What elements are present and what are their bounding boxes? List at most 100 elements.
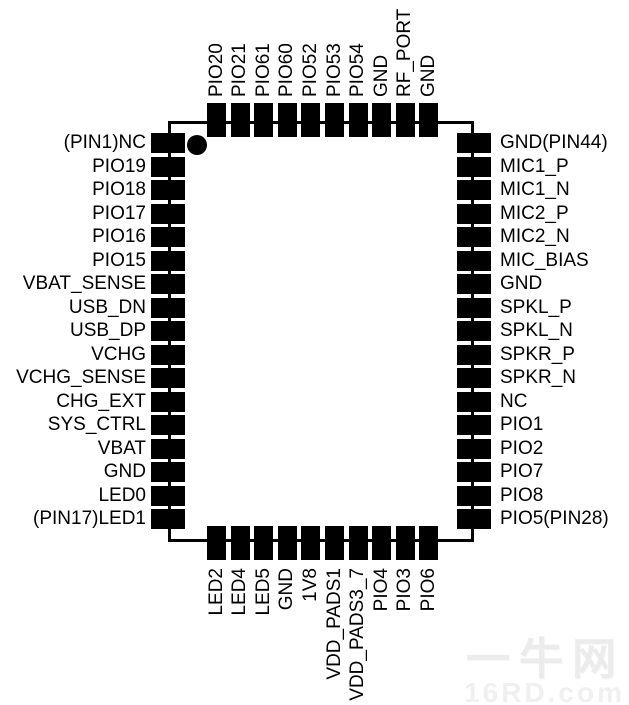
pin-32-label: PIO1 bbox=[500, 414, 544, 435]
pin-18 bbox=[207, 526, 226, 560]
pin-21-label: GND bbox=[276, 568, 298, 611]
pin-28-label: PIO5(PIN28) bbox=[500, 508, 609, 529]
pin-48-label: PIO54 bbox=[347, 43, 369, 97]
pin-22 bbox=[301, 526, 321, 560]
pin-37 bbox=[457, 297, 491, 318]
pin-11 bbox=[151, 368, 185, 388]
pin-7 bbox=[151, 274, 185, 294]
pin-35 bbox=[457, 344, 491, 365]
pin-47 bbox=[372, 103, 392, 137]
pin-45-label: GND bbox=[417, 54, 439, 97]
pin-41-label: MIC2_P bbox=[500, 202, 569, 224]
pin-27 bbox=[419, 526, 439, 560]
pin-33 bbox=[457, 391, 491, 412]
pin-50 bbox=[301, 103, 321, 137]
pin-45 bbox=[419, 103, 439, 137]
pin-9 bbox=[151, 321, 185, 341]
pin-51 bbox=[277, 103, 297, 137]
pin-4-label: PIO17 bbox=[92, 202, 146, 224]
pin-22-label: 1V8 bbox=[299, 568, 321, 602]
watermark: 一牛网 16RD.com bbox=[464, 635, 625, 705]
pin-5-label: PIO16 bbox=[92, 226, 146, 247]
pin-48 bbox=[348, 103, 368, 137]
pin-44 bbox=[457, 133, 491, 153]
pin-21 bbox=[277, 526, 297, 560]
pin-2-label: PIO19 bbox=[92, 155, 146, 177]
pin-47-label: GND bbox=[370, 54, 392, 97]
pin-7-label: VBAT_SENSE bbox=[22, 273, 146, 294]
pin-32 bbox=[457, 415, 491, 435]
pin-25-label: PIO4 bbox=[370, 568, 392, 612]
pin-40 bbox=[457, 227, 491, 247]
pin-16-label: LED0 bbox=[98, 484, 146, 506]
pin1-indicator-dot bbox=[187, 135, 207, 155]
pin-12 bbox=[151, 391, 185, 412]
pin-24 bbox=[348, 526, 368, 560]
pin-53-label: PIO21 bbox=[229, 43, 251, 97]
pin-23 bbox=[325, 526, 344, 560]
pin-20 bbox=[254, 526, 274, 560]
pin-1-label: (PIN1)NC bbox=[63, 132, 146, 153]
pin-10-label: VCHG bbox=[91, 343, 146, 365]
pin-15 bbox=[151, 462, 185, 482]
pin-52-label: PIO61 bbox=[252, 43, 274, 97]
pin-49-label: PIO53 bbox=[323, 43, 345, 97]
pin-54 bbox=[207, 103, 226, 137]
pin-14 bbox=[151, 438, 185, 459]
watermark-site-url: 16RD.com bbox=[464, 677, 625, 705]
pin-12-label: CHG_EXT bbox=[56, 390, 146, 412]
pin-43-label: MIC1_P bbox=[500, 155, 569, 177]
pin-29 bbox=[457, 485, 491, 506]
pin-14-label: VBAT bbox=[97, 437, 146, 459]
pin-13-label: SYS_CTRL bbox=[47, 414, 146, 435]
chip-body-outline bbox=[168, 121, 474, 542]
pin-6 bbox=[151, 250, 185, 271]
pin-35-label: SPKR_P bbox=[500, 343, 575, 365]
pin-8-label: USB_DN bbox=[68, 296, 146, 318]
pin-44-label: GND(PIN44) bbox=[500, 132, 608, 153]
pin-31 bbox=[457, 438, 491, 459]
pin-27-label: PIO6 bbox=[417, 568, 439, 612]
pin-53 bbox=[230, 103, 250, 137]
pin-38 bbox=[457, 274, 491, 294]
pin-26 bbox=[395, 526, 415, 560]
pin-18-label: LED2 bbox=[205, 568, 227, 616]
pin-19 bbox=[230, 526, 250, 560]
pin-36 bbox=[457, 321, 491, 341]
pin-2 bbox=[151, 156, 185, 177]
pin-52 bbox=[254, 103, 274, 137]
pin-26-label: PIO3 bbox=[394, 568, 416, 612]
pin-51-label: PIO60 bbox=[276, 43, 298, 97]
pin-5 bbox=[151, 227, 185, 247]
pin-39 bbox=[457, 250, 491, 271]
pin-11-label: VCHG_SENSE bbox=[16, 367, 146, 388]
pin-25 bbox=[372, 526, 392, 560]
pin-16 bbox=[151, 485, 185, 506]
pin-33-label: NC bbox=[500, 390, 528, 412]
pin-15-label: GND bbox=[103, 461, 146, 482]
pin-29-label: PIO8 bbox=[500, 484, 544, 506]
pin-40-label: MIC2_N bbox=[500, 226, 570, 247]
pin-4 bbox=[151, 203, 185, 224]
pin-46-label: RF_PORT bbox=[394, 8, 416, 97]
pin-37-label: SPKL_P bbox=[500, 296, 572, 318]
pin-10 bbox=[151, 344, 185, 365]
pin-9-label: USB_DP bbox=[69, 320, 146, 341]
pin-43 bbox=[457, 156, 491, 177]
pin-3 bbox=[151, 180, 185, 200]
pin-36-label: SPKL_N bbox=[500, 320, 573, 341]
pin-49 bbox=[325, 103, 344, 137]
pin-30 bbox=[457, 462, 491, 482]
pin-42-label: MIC1_N bbox=[500, 179, 570, 200]
pin-42 bbox=[457, 180, 491, 200]
pin-50-label: PIO52 bbox=[299, 43, 321, 97]
pin-3-label: PIO18 bbox=[92, 179, 146, 200]
pin-20-label: LED5 bbox=[252, 568, 274, 616]
pin-28 bbox=[457, 509, 491, 529]
pin-19-label: LED4 bbox=[229, 568, 251, 616]
pin-54-label: PIO20 bbox=[205, 43, 227, 97]
pin-17-label: (PIN17)LED1 bbox=[33, 508, 146, 529]
pin-46 bbox=[395, 103, 415, 137]
watermark-site-name: 一牛网 bbox=[466, 635, 625, 684]
